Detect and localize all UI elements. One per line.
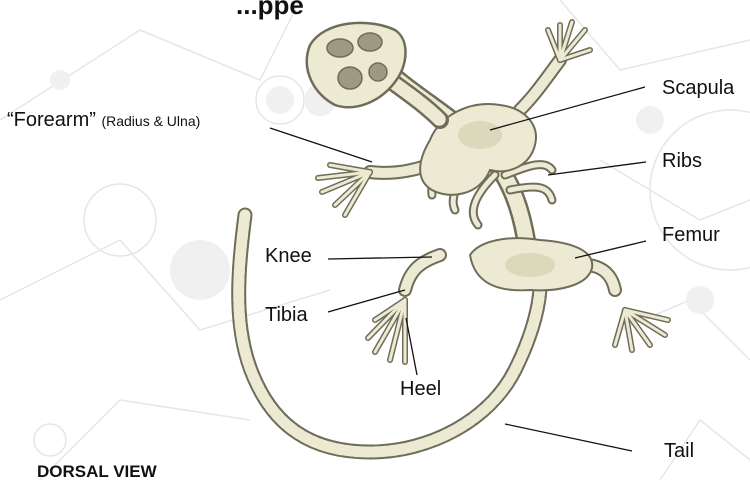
label-knee: Knee xyxy=(265,246,312,266)
label-forearm-main: “Forearm” xyxy=(7,109,96,131)
label-forearm-sub: (Radius & Ulna) xyxy=(101,113,200,129)
leader-line-femur xyxy=(575,241,646,258)
label-femur: Femur xyxy=(662,225,720,245)
leader-line-knee xyxy=(328,257,432,259)
label-scapula: Scapula xyxy=(662,78,734,98)
skull-bone xyxy=(307,23,406,107)
label-ribs: Ribs xyxy=(662,151,702,171)
label-forearm: “Forearm” (Radius & Ulna) xyxy=(7,110,200,130)
title-fragment: ...ppe xyxy=(236,0,304,21)
view-caption: DORSAL VIEW xyxy=(37,462,157,482)
leader-line-forearm xyxy=(270,128,372,162)
label-tail: Tail xyxy=(664,441,694,461)
leader-line-tail xyxy=(505,424,632,451)
leader-line-ribs xyxy=(548,162,646,175)
label-tibia: Tibia xyxy=(265,305,308,325)
label-heel: Heel xyxy=(400,379,441,399)
